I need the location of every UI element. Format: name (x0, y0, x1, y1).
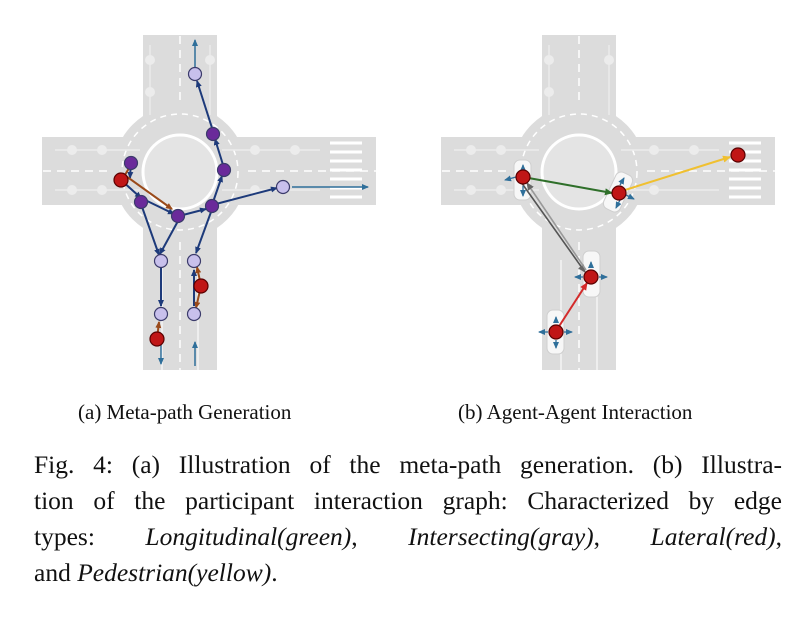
caption-period: . (271, 558, 278, 587)
path-node (204, 198, 220, 214)
roundabout-map-a (42, 35, 376, 370)
agent-node (583, 269, 599, 285)
agent-motion-arrows (504, 164, 635, 349)
path-node (133, 194, 149, 210)
figure-caption: Fig. 4: (a) Illustration of the meta-pat… (34, 447, 782, 591)
agent-node (611, 185, 627, 201)
caption-line-3: types: Longitudinal(green), Intersecting… (34, 519, 782, 555)
path-node (170, 208, 186, 224)
agent-node (193, 278, 209, 294)
caption-separator: , (351, 522, 409, 551)
agent-nodes-b (515, 147, 746, 340)
agent-nodes-a (113, 172, 209, 347)
edge-type-longitudinal: Longitudinal(green) (145, 522, 352, 551)
edge-type-intersecting: Intersecting(gray) (408, 522, 594, 551)
figure-illustration (42, 35, 775, 370)
edge-longitudinal (522, 176, 613, 196)
caption-line-4: and Pedestrian(yellow). (34, 555, 782, 591)
subcaption-b: (b) Agent-Agent Interaction (458, 400, 693, 424)
pedestrian-node (730, 147, 746, 163)
caption-separator: , (775, 522, 783, 551)
path-node (123, 155, 139, 171)
meta-path-nodes (123, 66, 291, 322)
agent-node (515, 169, 531, 185)
edge-intersecting (520, 181, 586, 273)
agent-node (113, 172, 129, 188)
caption-types-prefix: types: (34, 522, 146, 551)
caption-line-2: tion of the participant interaction grap… (34, 486, 782, 515)
interaction-edges (520, 155, 731, 332)
map-node (187, 66, 203, 82)
map-node (186, 306, 202, 322)
path-node (205, 126, 221, 142)
map-node (153, 253, 169, 269)
agent-node (149, 331, 165, 347)
subcaption-a: (a) Meta-path Generation (78, 400, 292, 424)
edge-lateral (555, 282, 588, 332)
caption-separator: , (593, 522, 651, 551)
edge-type-lateral: Lateral(red) (650, 522, 776, 551)
path-node (216, 162, 232, 178)
edge-type-pedestrian: Pedestrian(yellow) (77, 558, 272, 587)
map-node (275, 179, 291, 195)
caption-line-1: Fig. 4: (a) Illustration of the meta-pat… (34, 450, 782, 479)
edge-pedestrian (624, 155, 731, 191)
caption-and: and (34, 558, 78, 587)
map-node (186, 253, 202, 269)
agent-node (548, 324, 564, 340)
map-node (153, 306, 169, 322)
edge-intersecting (526, 182, 587, 271)
